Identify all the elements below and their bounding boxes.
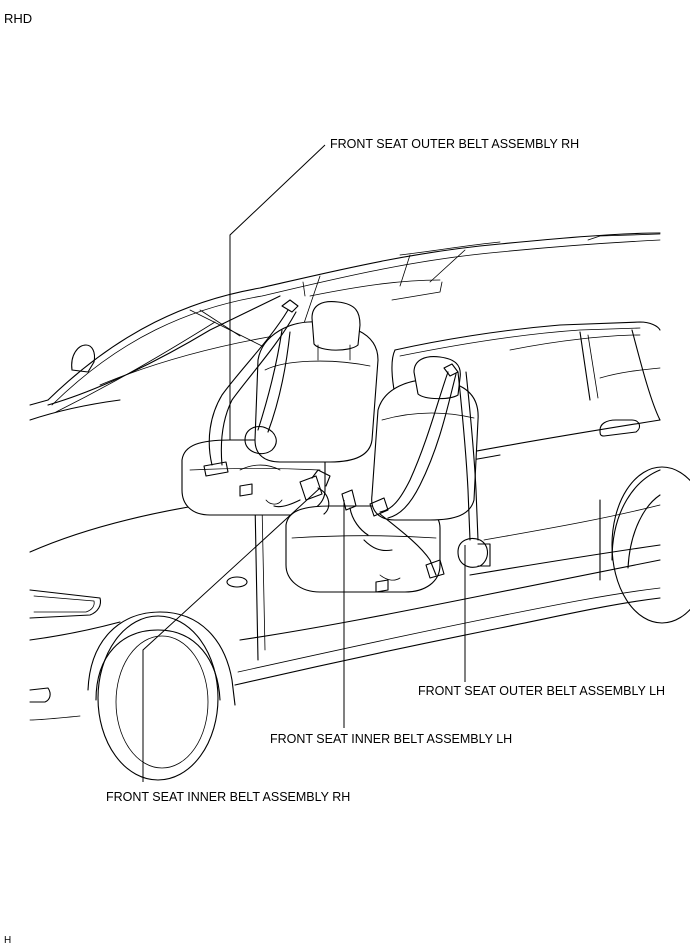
leader-inner-rh	[142, 487, 321, 782]
callout-inner-belt-lh: FRONT SEAT INNER BELT ASSEMBLY LH	[270, 732, 513, 746]
callout-inner-belt-rh: FRONT SEAT INNER BELT ASSEMBLY RH	[106, 790, 351, 804]
belt-inner-rh	[265, 469, 331, 515]
leader-lines	[142, 144, 466, 782]
seat-lh	[285, 356, 479, 593]
belt-inner-lh	[341, 489, 401, 593]
leader-outer-rh	[229, 144, 326, 440]
callout-outer-belt-lh: FRONT SEAT OUTER BELT ASSEMBLY LH	[418, 684, 666, 698]
belt-outer-rh	[203, 299, 299, 497]
seat-rh	[181, 301, 379, 516]
figure-code: H	[4, 935, 12, 946]
callout-outer-belt-rh: FRONT SEAT OUTER BELT ASSEMBLY RH	[330, 137, 580, 151]
drive-side-label: RHD	[4, 11, 33, 26]
